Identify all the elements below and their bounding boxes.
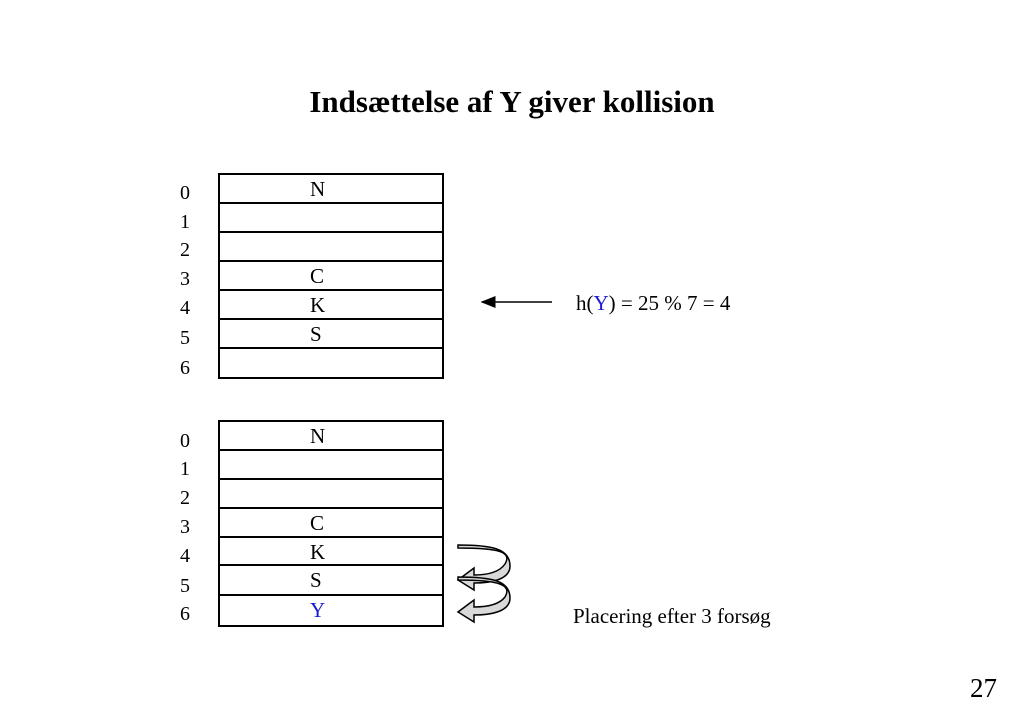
probe-arrow-5-to-6 <box>456 576 511 624</box>
table-slot-5: S <box>220 566 442 596</box>
table-slot-0: N <box>220 175 442 204</box>
table-slot-3: C <box>220 262 442 291</box>
before-index-5: 5 <box>180 327 190 349</box>
slot-value: S <box>310 322 322 346</box>
after-index-5: 5 <box>180 575 190 597</box>
table-slot-4: K <box>220 538 442 566</box>
table-slot-2 <box>220 480 442 509</box>
before-index-3: 3 <box>180 268 190 290</box>
after-index-2: 2 <box>180 487 190 509</box>
slot-value: C <box>310 511 325 535</box>
after-index-4: 4 <box>180 545 190 567</box>
table-slot-4: K <box>220 291 442 320</box>
after-index-1: 1 <box>180 458 190 480</box>
before-index-2: 2 <box>180 239 190 261</box>
formula-prefix: h( <box>576 291 594 315</box>
table-slot-1 <box>220 451 442 480</box>
formula-suffix: ) = 25 % 7 = 4 <box>608 291 731 315</box>
formula-key: Y <box>593 291 609 315</box>
after-index-3: 3 <box>180 516 190 538</box>
probe-caption: Placering efter 3 forsøg <box>573 604 771 628</box>
table-slot-2 <box>220 233 442 262</box>
slot-value: K <box>310 293 326 317</box>
table-slot-6: Y <box>220 596 442 625</box>
after-index-6: 6 <box>180 603 190 625</box>
slot-value: K <box>310 540 326 564</box>
table-slot-1 <box>220 204 442 233</box>
after-index-0: 0 <box>180 430 190 452</box>
before-index-4: 4 <box>180 297 190 319</box>
slot-value: N <box>310 177 326 201</box>
hash-formula: h(Y) = 25 % 7 = 4 <box>576 291 730 316</box>
before-index-0: 0 <box>180 182 190 204</box>
slot-value: N <box>310 424 326 448</box>
slide-title: Indsættelse af Y giver kollision <box>309 84 715 119</box>
before-index-1: 1 <box>180 211 190 233</box>
slot-value: S <box>310 568 322 592</box>
slot-value: C <box>310 264 325 288</box>
page-number: 27 <box>970 673 997 703</box>
table-slot-5: S <box>220 320 442 349</box>
table-slot-3: C <box>220 509 442 538</box>
before-index-6: 6 <box>180 357 190 379</box>
slot-value: Y <box>310 598 326 622</box>
table-slot-0: N <box>220 422 442 451</box>
